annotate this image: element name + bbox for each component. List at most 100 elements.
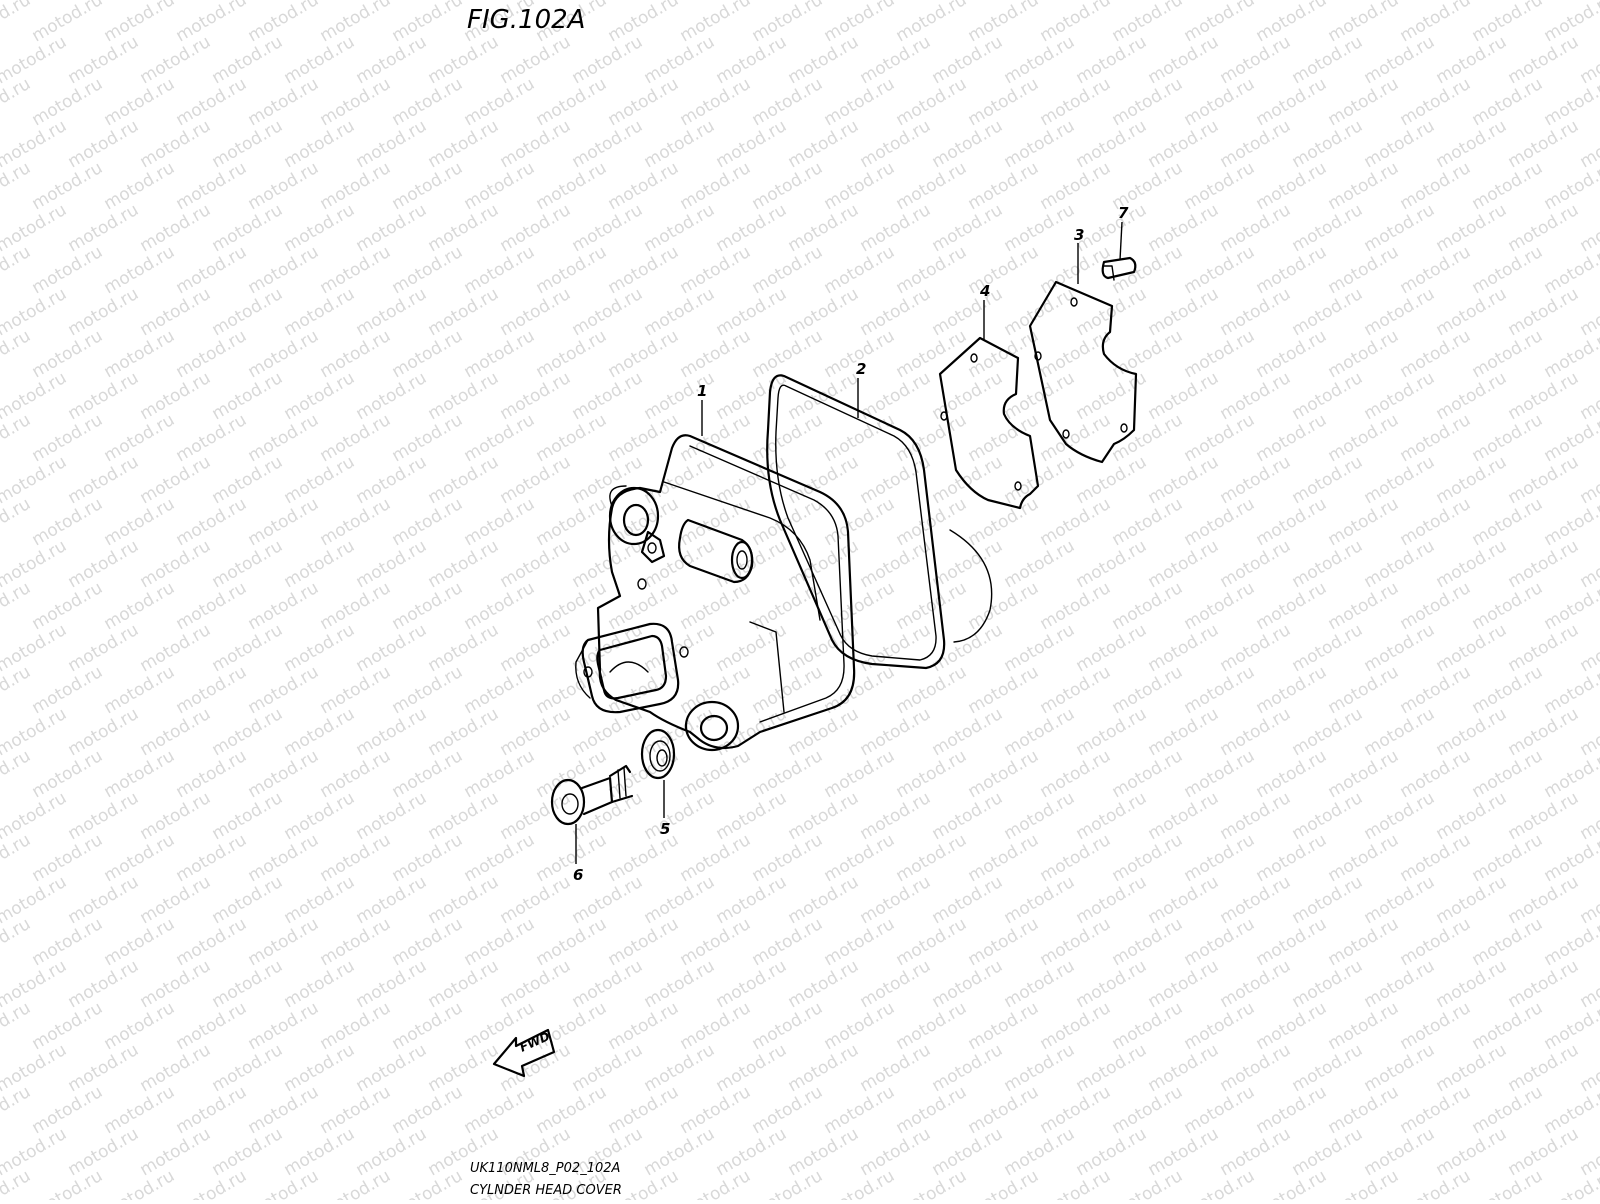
watermark-text: motod.ru [137, 284, 215, 340]
watermark-text: motod.ru [857, 536, 935, 592]
watermark-text: motod.ru [497, 956, 575, 1012]
watermark-text: motod.ru [425, 872, 503, 928]
watermark-text: motod.ru [245, 914, 323, 970]
watermark-text: motod.ru [173, 662, 251, 718]
watermark-text: motod.ru [1109, 326, 1187, 382]
watermark-text: motod.ru [785, 788, 863, 844]
watermark-text: motod.ru [605, 326, 683, 382]
watermark-text: motod.ru [29, 578, 107, 634]
watermark-text: motod.ru [857, 32, 935, 88]
watermark-text: motod.ru [1145, 200, 1223, 256]
watermark-text: motod.ru [461, 326, 539, 382]
watermark-text: motod.ru [1145, 956, 1223, 1012]
watermark-text: motod.ru [29, 410, 107, 466]
watermark-text: motod.ru [965, 998, 1043, 1054]
watermark-text: motod.ru [101, 410, 179, 466]
watermark-text: motod.ru [65, 368, 143, 424]
watermark-text: motod.ru [677, 998, 755, 1054]
figure-title: FIG.102A [467, 5, 585, 35]
watermark-text: motod.ru [893, 494, 971, 550]
watermark-text: motod.ru [353, 956, 431, 1012]
watermark-text: motod.ru [353, 1040, 431, 1096]
watermark-text: motod.ru [857, 200, 935, 256]
watermark-text: motod.ru [1181, 410, 1259, 466]
watermark-text: motod.ru [173, 74, 251, 130]
watermark-text: motod.ru [317, 662, 395, 718]
watermark-text: motod.ru [1397, 998, 1475, 1054]
watermark-text: motod.ru [1181, 158, 1259, 214]
watermark-text: motod.ru [533, 242, 611, 298]
watermark-text: motod.ru [389, 1082, 467, 1138]
watermark-text: motod.ru [173, 494, 251, 550]
watermark-text: motod.ru [209, 32, 287, 88]
watermark-text: motod.ru [1397, 326, 1475, 382]
watermark-text: motod.ru [1001, 956, 1079, 1012]
watermark-text: motod.ru [533, 326, 611, 382]
watermark-text: motod.ru [641, 956, 719, 1012]
watermark-text: motod.ru [1037, 158, 1115, 214]
watermark-text: motod.ru [1217, 284, 1295, 340]
watermark-text: motod.ru [461, 914, 539, 970]
watermark-text: motod.ru [1217, 788, 1295, 844]
watermark-text: motod.ru [1325, 158, 1403, 214]
watermark-text: motod.ru [1037, 578, 1115, 634]
watermark-text: motod.ru [497, 536, 575, 592]
callout-2: 2 [856, 360, 866, 378]
watermark-text: motod.ru [965, 662, 1043, 718]
watermark-text: motod.ru [497, 116, 575, 172]
watermark-text: motod.ru [821, 158, 899, 214]
watermark-text: motod.ru [713, 284, 791, 340]
watermark-text: motod.ru [1109, 998, 1187, 1054]
watermark-text: motod.ru [317, 494, 395, 550]
watermark-text: motod.ru [1001, 1040, 1079, 1096]
watermark-text: motod.ru [1073, 956, 1151, 1012]
watermark-text: motod.ru [605, 158, 683, 214]
watermark-text: motod.ru [1109, 1082, 1187, 1138]
watermark-text: motod.ru [1181, 1166, 1259, 1200]
watermark-text: motod.ru [209, 956, 287, 1012]
watermark-text: motod.ru [1145, 368, 1223, 424]
watermark-text: motod.ru [749, 1082, 827, 1138]
watermark-text: motod.ru [1397, 914, 1475, 970]
watermark-text: motod.ru [1505, 788, 1583, 844]
watermark-text: motod.ru [893, 746, 971, 802]
watermark-text: motod.ru [929, 32, 1007, 88]
watermark-text: motod.ru [857, 1124, 935, 1180]
watermark-text: motod.ru [569, 116, 647, 172]
watermark-text: motod.ru [29, 74, 107, 130]
watermark-text: motod.ru [353, 200, 431, 256]
watermark-text: motod.ru [1325, 410, 1403, 466]
watermark-text: motod.ru [605, 1082, 683, 1138]
watermark-text: motod.ru [461, 1082, 539, 1138]
watermark-text: motod.ru [785, 452, 863, 508]
watermark-text: motod.ru [497, 32, 575, 88]
watermark-text: motod.ru [389, 830, 467, 886]
watermark-text: motod.ru [965, 74, 1043, 130]
watermark-text: motod.ru [353, 116, 431, 172]
watermark-text: motod.ru [1145, 620, 1223, 676]
watermark-text: motod.ru [1253, 410, 1331, 466]
watermark-text: motod.ru [389, 410, 467, 466]
watermark-text: motod.ru [65, 1124, 143, 1180]
watermark-text: motod.ru [353, 704, 431, 760]
watermark-text: motod.ru [425, 200, 503, 256]
watermark-text: motod.ru [1217, 32, 1295, 88]
watermark-text: motod.ru [0, 0, 34, 46]
watermark-text: motod.ru [1181, 74, 1259, 130]
watermark-text: motod.ru [1397, 494, 1475, 550]
watermark-text: motod.ru [1289, 872, 1367, 928]
watermark-text: motod.ru [1505, 284, 1583, 340]
watermark-text: motod.ru [1109, 662, 1187, 718]
watermark-text: motod.ru [137, 704, 215, 760]
watermark-text: motod.ru [1001, 200, 1079, 256]
watermark-text: motod.ru [425, 536, 503, 592]
watermark-text: motod.ru [1037, 662, 1115, 718]
watermark-text: motod.ru [101, 0, 179, 46]
watermark-text: motod.ru [1253, 0, 1331, 46]
watermark-text: motod.ru [821, 242, 899, 298]
watermark-text: motod.ru [1217, 116, 1295, 172]
watermark-text: motod.ru [137, 1040, 215, 1096]
watermark-text: motod.ru [245, 1082, 323, 1138]
watermark-text: motod.ru [1397, 1166, 1475, 1200]
